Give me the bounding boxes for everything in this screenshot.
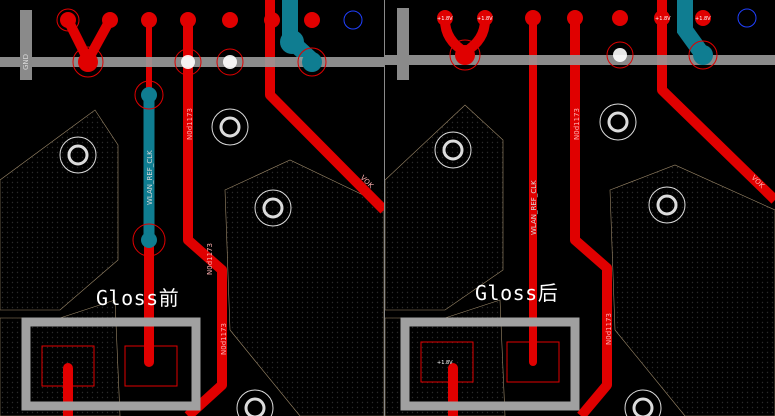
- red-trace-3: [570, 20, 612, 416]
- via-label-3: +1.8V: [655, 16, 671, 22]
- pcb-panel-before: WLAN_REF_CLK N0d1173 N0d1173 N0d1173 VOK…: [0, 0, 384, 416]
- keepout-band: [385, 55, 775, 65]
- via-row-top: [56, 8, 363, 32]
- via-label-1: +1.8V: [437, 16, 453, 22]
- panel-divider: [384, 0, 385, 416]
- net-label-trace-a: N0d1173: [186, 108, 194, 140]
- net-label-trace-a: N0d1173: [573, 108, 581, 140]
- pcb-canvas-before: WLAN_REF_CLK N0d1173 N0d1173 N0d1173 VOK…: [0, 0, 384, 416]
- bottom-trace-top-right: [677, 0, 711, 63]
- net-label-pad-gnd: GND: [22, 54, 30, 70]
- gray-via-column: [397, 8, 409, 80]
- ground-plane-center: [609, 164, 775, 416]
- red-trace-4: [657, 0, 775, 204]
- caption-after: Gloss后: [475, 281, 559, 305]
- red-trace-3: [183, 20, 227, 416]
- ground-plane-left: [0, 109, 119, 311]
- net-label-wlan-ref-clk: WLAN_REF_CLK: [530, 180, 538, 235]
- pcb-panel-after: WLAN_REF_CLK N0d1173 N0d1173 VOK +1.8V +…: [385, 0, 775, 416]
- via-row-mid: [449, 39, 718, 71]
- pad-right: [506, 341, 560, 383]
- ground-plane-bottom-left: [0, 299, 121, 416]
- pad-left: [420, 341, 474, 383]
- ground-plane-center: [224, 159, 384, 416]
- via-row-mid: [72, 46, 327, 257]
- component-outline: [400, 317, 580, 411]
- net-label-trace-b: N0d1173: [206, 243, 214, 275]
- net-label-trace-b: N0d1173: [605, 313, 613, 345]
- via-label-4: +1.8V: [695, 16, 711, 22]
- pcb-canvas-after: WLAN_REF_CLK N0d1173 N0d1173 VOK +1.8V +…: [385, 0, 775, 416]
- pad-left: [41, 345, 95, 387]
- via-row-top: [437, 8, 757, 28]
- caption-before: Gloss前: [96, 286, 180, 310]
- ground-plane-left: [385, 104, 504, 311]
- red-trace-4: [265, 0, 384, 214]
- pad-label: +1.8V: [437, 360, 453, 366]
- pad-right: [124, 345, 178, 387]
- gray-via-column: [20, 10, 32, 80]
- net-label-trace-c: N0d1173: [220, 323, 228, 355]
- drill-holes: [59, 108, 292, 416]
- via-label-2: +1.8V: [477, 16, 493, 22]
- bottom-pad-top-right: [280, 30, 304, 54]
- drill-holes: [434, 103, 686, 416]
- net-label-wlan-ref-clk: WLAN_REF_CLK: [146, 150, 154, 205]
- component-outline: [21, 317, 201, 411]
